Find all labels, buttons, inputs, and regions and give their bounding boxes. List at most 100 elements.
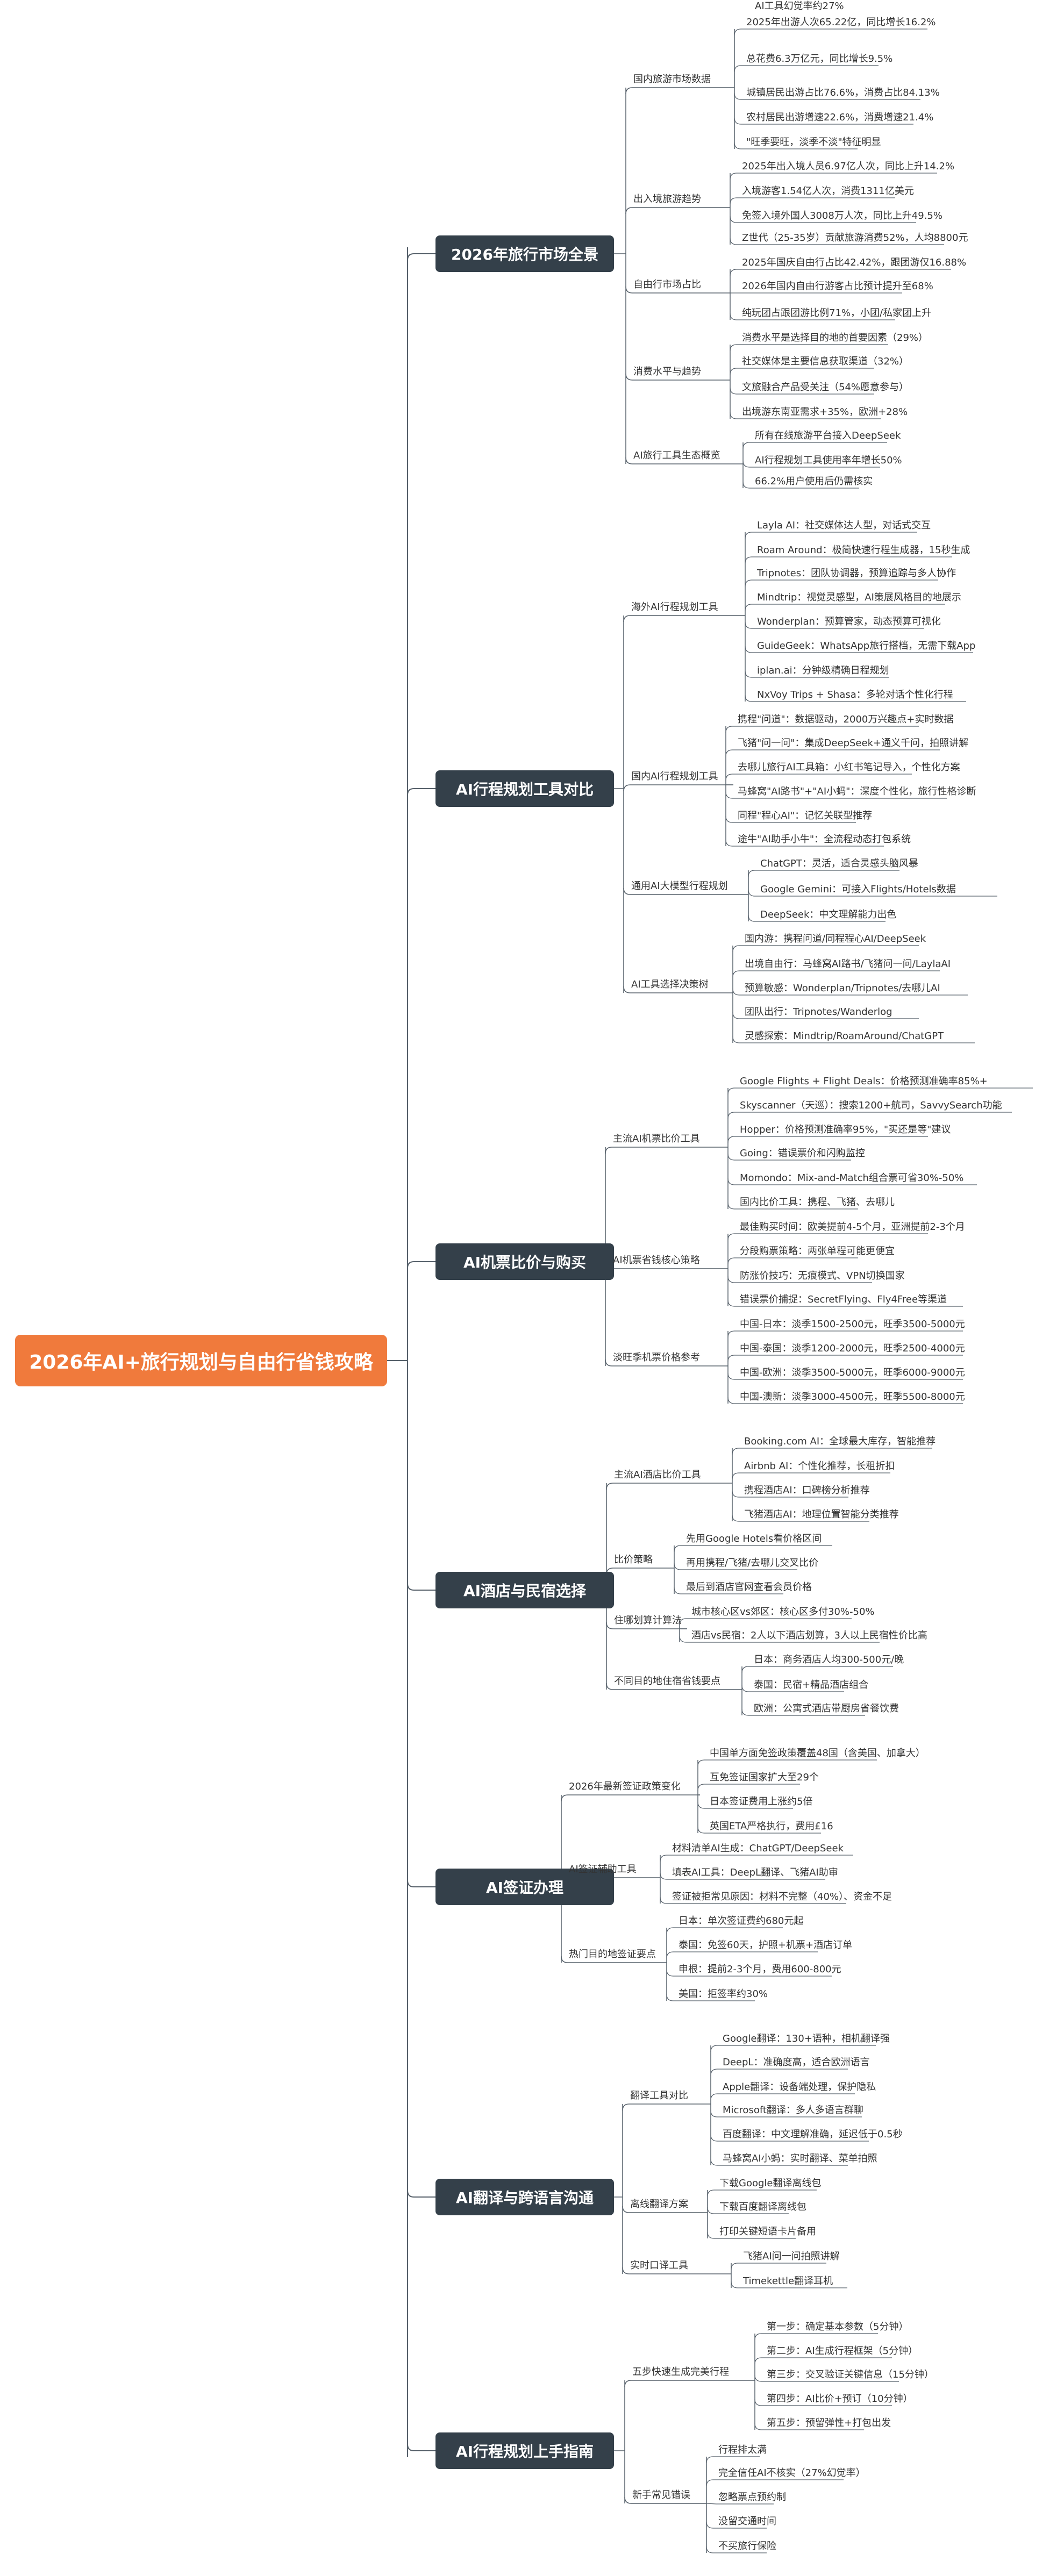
leaf-connector <box>674 1587 684 1594</box>
leaf-item: iplan.ai：分钟级精确日程规划 <box>757 665 889 676</box>
sub-link <box>606 1683 613 1690</box>
leaf-connector <box>754 2374 765 2382</box>
sub-topic-domestic-tools[interactable]: 国内AI行程规划工具 <box>631 771 718 782</box>
sub-topic-consumption[interactable]: 消费水平与趋势 <box>633 366 701 377</box>
branch-translation[interactable]: AI翻译与跨语言沟通 <box>435 2179 614 2215</box>
leaf-connector <box>754 2423 765 2430</box>
sub-topic-general-llm[interactable]: 通用AI大模型行程规划 <box>631 881 728 892</box>
sub-topic-cross-border[interactable]: 出入境旅游趋势 <box>633 194 701 205</box>
sub-topic-independent-travel[interactable]: 自由行市场占比 <box>633 279 701 290</box>
leaf-item: 填表AI工具：DeepL翻译、飞猪AI助审 <box>672 1867 838 1878</box>
branch-getting-started[interactable]: AI行程规划上手指南 <box>435 2432 614 2469</box>
leaf-item: 忽略票点预约制 <box>718 2492 786 2503</box>
leaf-connector <box>741 1666 752 1673</box>
leaf-connector <box>660 1897 670 1904</box>
leaf-item: 出境游东南亚需求+35%，欧洲+28% <box>742 406 908 418</box>
sub-topic-price-strategy[interactable]: 比价策略 <box>614 1554 653 1565</box>
leaf-connector <box>697 1826 708 1834</box>
leaf-connector <box>706 2479 716 2487</box>
leaf-item: 泰国：民宿+精品酒店组合 <box>754 1679 869 1691</box>
leaf-connector <box>732 1514 742 1522</box>
root-node[interactable]: 2026年AI+旅行规划与自由行省钱攻略 <box>15 1335 387 1386</box>
branch-visa[interactable]: AI签证办理 <box>435 1869 614 1905</box>
leaf-item: 英国ETA严格执行，费用£16 <box>710 1821 833 1832</box>
leaf-connector <box>727 1372 738 1380</box>
sub-topic-live-interpretation[interactable]: 实时口译工具 <box>630 2260 688 2271</box>
sub-topic-ai-ecosystem[interactable]: AI旅行工具生态概览 <box>633 450 720 461</box>
leaf-connector <box>745 670 755 678</box>
sub-topic-overseas-tools[interactable]: 海外AI行程规划工具 <box>631 602 718 613</box>
leaf-item: 2025年出入境人员6.97亿人次，同比上升14.2% <box>742 161 955 172</box>
sub-topic-offline-translation[interactable]: 离线翻译方案 <box>630 2199 688 2210</box>
sub-topic-decision-tree[interactable]: AI工具选择决策树 <box>631 979 709 990</box>
sub-link <box>624 2380 632 2387</box>
sub-topic-flight-tools[interactable]: 主流AI机票比价工具 <box>613 1133 700 1144</box>
leaf-item: Hopper：价格预测准确率95%，"买还是等"建议 <box>740 1124 951 1135</box>
branch-market-overview[interactable]: 2026年旅行市场全景 <box>435 235 614 272</box>
sub-topic-visa-policy[interactable]: 2026年最新签证政策变化 <box>569 1781 681 1792</box>
leaf-item: 中国单方面免签政策覆盖48国（含美国、加拿大） <box>710 1748 925 1759</box>
leaf-connector <box>732 970 742 978</box>
leaf-item: 签证被拒常见原因：材料不完整（40%）、资金不足 <box>672 1891 892 1902</box>
sub-topic-destination-tips[interactable]: 不同目的地住宿省钱要点 <box>614 1676 720 1687</box>
sub-topic-domestic-market[interactable]: 国内旅游市场数据 <box>633 74 711 85</box>
leaf-item: 入境游客1.54亿人次，消费1311亿美元 <box>742 185 914 197</box>
leaf-connector <box>730 216 740 223</box>
leaf-connector <box>748 889 758 897</box>
leaf-connector <box>732 1012 742 1019</box>
leaf-item: 美国：拒签率约30% <box>679 1988 768 2000</box>
leaf-connector <box>754 2357 765 2365</box>
leaf-connector <box>730 412 740 419</box>
leaf-item: AI行程规划工具使用率年增长50% <box>755 455 902 466</box>
sub-topic-translation-tools[interactable]: 翻译工具对比 <box>630 2090 688 2101</box>
leaf-connector <box>732 1448 742 1455</box>
leaf-connector <box>727 1355 738 1362</box>
sub-topic-visa-ai-tools[interactable]: AI签证辅助工具 <box>569 1864 637 1875</box>
leaf-connector <box>707 2231 717 2239</box>
leaf-item: 国内游：携程问道/同程程心AI/DeepSeek <box>745 933 926 944</box>
leaf-item: 飞猪酒店AI：地理位置智能分类推荐 <box>744 1509 899 1520</box>
leaf-item: 先用Google Hotels看价格区间 <box>686 1533 822 1544</box>
leaf-connector <box>727 1397 738 1404</box>
leaf-connector <box>727 1202 738 1210</box>
sub-topic-visa-destinations[interactable]: 热门目的地签证要点 <box>569 1949 656 1960</box>
sub-topic-flight-strategy[interactable]: AI机票省钱核心策略 <box>613 1255 700 1266</box>
sub-link <box>625 286 633 294</box>
leaf-item: 农村居民出游增速22.6%，消费增速21.4% <box>746 112 934 123</box>
leaf-connector <box>660 1855 670 1862</box>
leaf-connector <box>745 556 755 564</box>
leaf-connector <box>741 1685 752 1692</box>
leaf-connector <box>734 65 744 73</box>
leaf-item: Skyscanner（天巡）：搜索1200+航司，SavvySearch功能 <box>740 1100 1002 1111</box>
branch-hotel-selection[interactable]: AI酒店与民宿选择 <box>435 1572 614 1608</box>
leaf-connector <box>725 791 735 799</box>
leaf-item: 66.2%用户使用后仍需核实 <box>755 476 873 487</box>
leaf-connector <box>745 621 755 629</box>
sub-topic-five-steps[interactable]: 五步快速生成完美行程 <box>632 2366 729 2378</box>
sub-topic-hotel-tools[interactable]: 主流AI酒店比价工具 <box>614 1469 701 1480</box>
leaf-item: Google Flights + Flight Deals：价格预测准确率85%… <box>740 1076 988 1087</box>
sub-topic-stay-calc[interactable]: 住哪划算计算法 <box>614 1615 682 1626</box>
sub-link <box>625 87 633 95</box>
leaf-item: 日本签证费用上涨约5倍 <box>710 1796 813 1807</box>
sub-topic-common-mistakes[interactable]: 新手常见错误 <box>632 2489 690 2501</box>
leaf-connector <box>732 945 742 953</box>
leaf-item: Google翻译：130+语种，相机翻译强 <box>723 2033 890 2044</box>
sub-link <box>622 2267 630 2274</box>
leaf-item: Apple翻译：设备端处理，保护隐私 <box>723 2081 876 2093</box>
leaf-connector <box>732 1036 742 1043</box>
leaf-item: 最佳购买时间：欧美提前4-5个月，亚洲提前2-3个月 <box>740 1221 965 1233</box>
leaf-item: Going：错误票价和闪购监控 <box>740 1148 865 1159</box>
leaf-connector <box>734 142 744 149</box>
leaf-connector <box>734 28 744 36</box>
leaf-item: NxVoy Trips + Shasa：多轮对话个性化行程 <box>757 689 953 700</box>
sub-link <box>561 1956 568 1963</box>
sub-link <box>606 1622 613 1629</box>
leaf-item: 申根：提前2-3个月，费用600-800元 <box>679 1964 841 1975</box>
leaf-connector <box>674 1563 684 1570</box>
leaf-item: Airbnb AI：个性化推荐，长租折扣 <box>744 1461 895 1472</box>
branch-ai-planning-tools[interactable]: AI行程规划工具对比 <box>435 770 614 807</box>
sub-link <box>624 2496 632 2504</box>
sub-topic-season-prices[interactable]: 淡旺季机票价格参考 <box>613 1352 700 1363</box>
branch-flight-booking[interactable]: AI机票比价与购买 <box>435 1243 614 1280</box>
